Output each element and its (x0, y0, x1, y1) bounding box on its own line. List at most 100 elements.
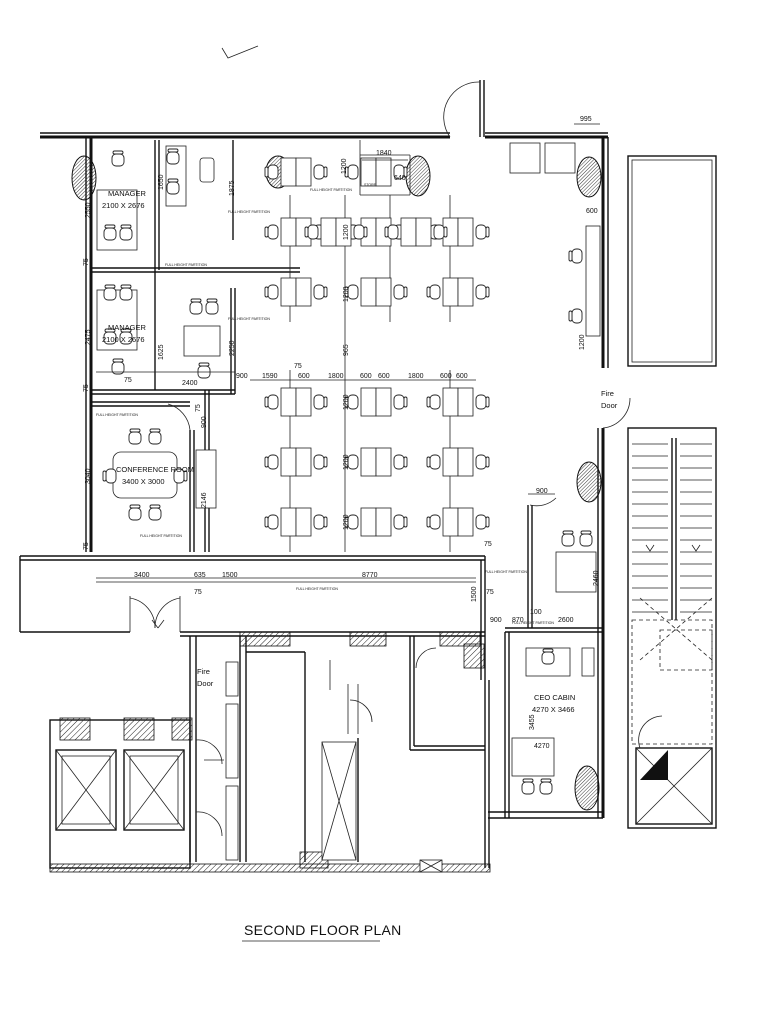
workstation-desk (360, 387, 377, 417)
svg-text:1200: 1200 (343, 514, 350, 530)
workstation-desk (360, 507, 377, 537)
svg-text:2250: 2250 (229, 340, 236, 356)
workstation-chair (475, 224, 490, 240)
reception-furniture (509, 142, 601, 337)
workstation-desk (457, 387, 474, 417)
workstation-chair (475, 514, 490, 530)
workstation-desk (375, 507, 392, 537)
svg-text:4270: 4270 (534, 743, 550, 750)
workstation-chair (353, 224, 368, 240)
workstation-desk (280, 157, 297, 187)
svg-text:995: 995 (580, 116, 592, 123)
workstation-chair (264, 454, 279, 470)
svg-text:635: 635 (194, 572, 206, 579)
manager-room-label: MANAGER (108, 189, 147, 198)
workstation-chair (313, 394, 328, 410)
ceo-cabin-size: 4270 X 3466 (532, 705, 575, 714)
workstation-desk (360, 157, 377, 187)
conference-room-size: 3400 X 3000 (122, 477, 165, 486)
svg-text:100: 100 (530, 609, 542, 616)
conference-room (91, 390, 217, 552)
workstation-desk (442, 447, 459, 477)
workstation-desk (375, 387, 392, 417)
workstation-desk (375, 277, 392, 307)
workstation-chair (426, 394, 441, 410)
svg-text:1650: 1650 (158, 174, 165, 190)
svg-text:2550: 2550 (85, 202, 92, 218)
stair-treads (632, 443, 712, 613)
svg-text:2460: 2460 (593, 570, 600, 586)
workstation-desk (400, 217, 417, 247)
workstation-chair (264, 394, 279, 410)
svg-text:FULL HEIGHT PARTITION: FULL HEIGHT PARTITION (96, 413, 138, 417)
svg-text:FULL HEIGHT PARTITION: FULL HEIGHT PARTITION (512, 621, 554, 625)
svg-text:600: 600 (440, 373, 452, 380)
svg-text:1800: 1800 (408, 373, 424, 380)
svg-text:75: 75 (83, 384, 90, 392)
workstation-desk (280, 507, 297, 537)
workstation-desk (442, 507, 459, 537)
workstation-desk (442, 387, 459, 417)
svg-text:870: 870 (512, 617, 524, 624)
workstation-chair (393, 514, 408, 530)
workstation-chair (313, 514, 328, 530)
svg-text:1500: 1500 (222, 572, 238, 579)
dimension-lines (96, 123, 600, 579)
svg-text:1200: 1200 (343, 286, 350, 302)
svg-text:2475: 2475 (85, 329, 92, 345)
manager-room-label: MANAGER (108, 323, 147, 332)
svg-text:FULL HEIGHT PARTITION: FULL HEIGHT PARTITION (140, 534, 182, 538)
workstation-chair (384, 224, 399, 240)
stair-landing (631, 597, 713, 745)
svg-text:FULL HEIGHT PARTITION: FULL HEIGHT PARTITION (228, 210, 270, 214)
workstation-desk (360, 277, 377, 307)
north-arrow-icon (221, 45, 259, 59)
svg-text:FULL HEIGHT PARTITION: FULL HEIGHT PARTITION (310, 188, 352, 192)
outer-walls (40, 80, 609, 818)
svg-text:2400: 2400 (182, 380, 198, 387)
workstation-desk (320, 217, 337, 247)
workstation-desk (280, 217, 297, 247)
workstation-desk (280, 447, 297, 477)
service-core (189, 631, 490, 869)
workstation-chair (426, 284, 441, 300)
plan-title: SECOND FLOOR PLAN (244, 922, 402, 938)
workstation-desk (375, 157, 392, 187)
svg-text:1590: 1590 (262, 373, 278, 380)
workstation-desk (280, 387, 297, 417)
svg-text:1625: 1625 (158, 344, 165, 360)
svg-text:FULL HEIGHT PARTITION: FULL HEIGHT PARTITION (296, 587, 338, 591)
conference-room-label: CONFERENCE ROOM (116, 465, 194, 474)
svg-text:1800: 1800 (328, 373, 344, 380)
manager-room-size: 2100 X 2676 (102, 335, 145, 344)
svg-text:1200: 1200 (341, 158, 348, 174)
workstation-desk (335, 217, 352, 247)
workstation-chair (313, 284, 328, 300)
workstation-chair (393, 394, 408, 410)
svg-text:1200: 1200 (579, 334, 586, 350)
workstation-rails (289, 140, 451, 552)
workstation-chair (426, 454, 441, 470)
workstation-desk (295, 387, 312, 417)
workstation-desk (295, 447, 312, 477)
svg-text:75: 75 (195, 404, 202, 412)
dimension-labels-vertical: 2550 75 2475 75 3040 75 1650 1875 1625 2… (83, 158, 600, 730)
workstation-chair (264, 284, 279, 300)
workstation-chair (264, 164, 279, 180)
svg-text:965: 965 (343, 344, 350, 356)
workstation-chair (475, 394, 490, 410)
store-label: STORE (364, 183, 377, 187)
workstation-chair (393, 284, 408, 300)
lift-shafts (49, 717, 491, 873)
stair-tower (627, 155, 717, 829)
workstation-chair (475, 454, 490, 470)
svg-text:1500: 1500 (471, 586, 478, 602)
svg-text:FULL HEIGHT PARTITION: FULL HEIGHT PARTITION (228, 317, 270, 321)
svg-text:75: 75 (486, 589, 494, 596)
svg-text:1200: 1200 (343, 394, 350, 410)
workstation-desk (457, 277, 474, 307)
workstation-desk (295, 157, 312, 187)
workstation-desk (295, 507, 312, 537)
svg-text:600: 600 (298, 373, 310, 380)
workstation-chair (264, 514, 279, 530)
